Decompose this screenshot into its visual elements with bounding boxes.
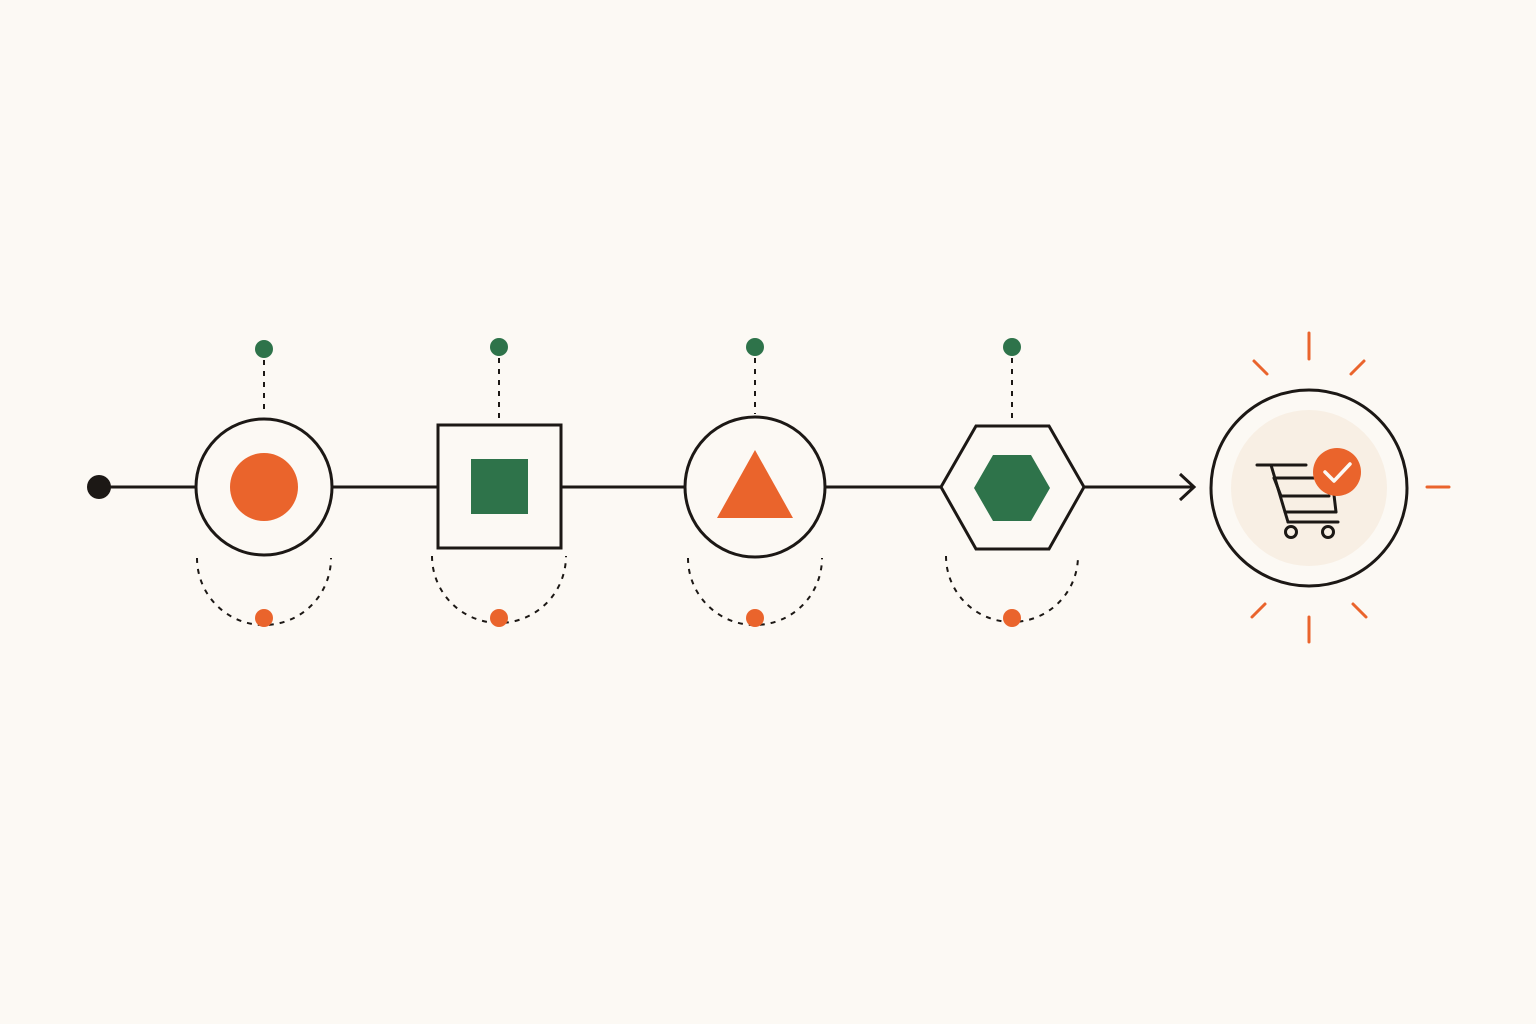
step-1-bottom-dot	[255, 609, 273, 627]
step-4-green-hexagon-icon	[974, 455, 1050, 521]
step-4-bottom-dot	[1003, 609, 1021, 627]
step-3-top-dot	[746, 338, 764, 356]
step-1-orange-circle-icon	[230, 453, 298, 521]
step-4	[939, 338, 1086, 627]
end-inner-circle	[1231, 410, 1387, 566]
step-3-bottom-dot	[746, 609, 764, 627]
step-3-frame-circle	[683, 415, 827, 559]
burst-ray-top-right	[1349, 359, 1366, 376]
step-3-orange-triangle-icon	[717, 450, 793, 518]
start-dot	[87, 475, 111, 499]
step-2-top-dot	[490, 338, 508, 356]
burst-ray-bottom-left	[1250, 602, 1267, 619]
step-2-green-square-icon	[471, 459, 528, 514]
end-node	[1209, 331, 1451, 644]
shopping-cart-icon	[1255, 463, 1340, 539]
arrowhead-icon	[1178, 472, 1197, 502]
step-2-frame-square	[436, 423, 563, 550]
step-3-dashed-arc	[687, 557, 823, 626]
check-badge-icon	[1313, 448, 1361, 496]
connector-lines	[99, 472, 1197, 502]
step-2-bottom-dot	[490, 609, 508, 627]
highlight-burst	[1250, 331, 1451, 644]
step-1-dashed-arc	[196, 557, 332, 626]
step-4-frame-hexagon	[939, 424, 1086, 551]
step-4-top-dot	[1003, 338, 1021, 356]
burst-ray-bottom-right	[1351, 602, 1368, 619]
step-1-frame-circle	[194, 417, 334, 557]
step-1	[194, 340, 334, 627]
step-2-dashed-arc	[431, 555, 567, 624]
step-3	[683, 338, 827, 627]
step-2	[431, 338, 567, 627]
end-frame-circle	[1209, 388, 1409, 588]
step-1-top-dot	[255, 340, 273, 358]
burst-ray-top-left	[1252, 359, 1269, 376]
